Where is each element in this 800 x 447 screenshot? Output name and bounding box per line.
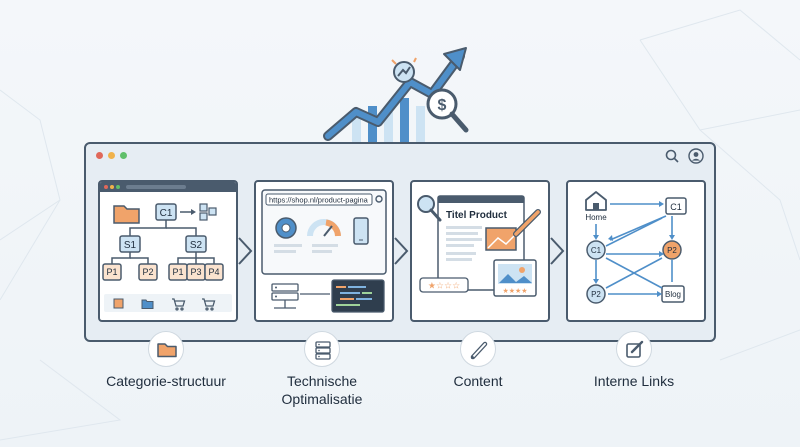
flow-arrow-1	[238, 237, 253, 265]
category-label-3: Content	[453, 373, 503, 389]
svg-text:★★★★: ★★★★	[502, 287, 527, 295]
pencil-icon	[513, 209, 541, 237]
svg-text:Titel Product: Titel Product	[446, 210, 508, 221]
panel-technische-optimalisatie: https://shop.nl/product-pagina	[254, 180, 394, 322]
growth-bar-1	[352, 118, 361, 145]
svg-text:C1: C1	[591, 246, 602, 255]
svg-text:P2: P2	[142, 267, 153, 277]
dollar-magnifier-icon: $	[426, 88, 469, 133]
svg-text:P1: P1	[106, 267, 117, 277]
svg-text:P3: P3	[190, 267, 201, 277]
svg-text:P2: P2	[667, 246, 677, 255]
speedometer-icon	[307, 219, 341, 237]
home-icon	[585, 191, 607, 211]
growth-bar-3	[384, 112, 393, 145]
server-icon	[315, 341, 331, 360]
edit-icon	[626, 340, 644, 358]
rating-badge-icon: ★☆☆☆	[419, 277, 469, 293]
category-tree-diagram: C1 S1 S2	[100, 182, 236, 312]
flow-arrow-2	[394, 237, 409, 265]
mobile-icon	[353, 217, 369, 245]
growth-bar-4	[400, 98, 409, 145]
category-icon-pen	[460, 331, 496, 367]
svg-text:★☆☆☆: ★☆☆☆	[428, 281, 460, 291]
magnifier-icon	[417, 195, 442, 222]
node-sub1	[119, 235, 141, 253]
trend-badge-icon	[391, 57, 417, 83]
window-titlebar	[86, 144, 714, 168]
growth-arrow-head	[443, 47, 467, 71]
content-diagram: Titel Product	[417, 195, 541, 297]
blocks-icon	[199, 203, 217, 221]
browser-window: C1 S1 S2	[84, 142, 716, 342]
svg-text:P1: P1	[172, 267, 183, 277]
code-editor-icon	[331, 279, 385, 313]
node-product	[138, 263, 158, 281]
image-icon	[485, 227, 517, 251]
pen-icon	[470, 341, 488, 360]
category-icon-server	[304, 331, 340, 367]
category-icon-edit	[616, 331, 652, 367]
folder-icon	[157, 343, 177, 358]
technical-diagram: https://shop.nl/product-pagina	[261, 189, 387, 313]
window-dot-green[interactable]	[120, 152, 127, 159]
svg-text:$: $	[438, 97, 447, 114]
svg-text:https://shop.nl/product-pagina: https://shop.nl/product-pagina	[269, 196, 369, 205]
folder-small-icon	[141, 299, 154, 309]
svg-text:Blog: Blog	[665, 290, 681, 299]
node-product	[102, 263, 122, 281]
folder-icon	[113, 205, 140, 224]
svg-text:C1: C1	[160, 208, 173, 219]
node-product	[204, 263, 224, 281]
gear-icon	[275, 217, 297, 239]
node-p2-right	[662, 240, 682, 260]
node-c1	[586, 240, 606, 260]
server-icon	[271, 283, 299, 309]
panel-content: Titel Product	[410, 180, 550, 322]
growth-chart-illustration: $	[323, 47, 469, 145]
internal-links-diagram: Home C1 C1 P2 P2 Blog	[585, 191, 687, 304]
node-p2-left	[586, 284, 606, 304]
category-icon-folder	[148, 331, 184, 367]
panel-categorie-structuur: C1 S1 S2	[98, 180, 238, 322]
search-icon[interactable]	[664, 148, 680, 164]
user-icon[interactable]	[688, 148, 704, 164]
svg-text:P4: P4	[208, 267, 219, 277]
node-sub2	[185, 235, 207, 253]
svg-text:C1: C1	[670, 202, 682, 212]
window-dot-red[interactable]	[96, 152, 103, 159]
cart-icon	[172, 298, 216, 311]
svg-text:S1: S1	[124, 240, 137, 251]
window-dot-yellow[interactable]	[108, 152, 115, 159]
category-label-4: Interne Links	[593, 373, 675, 389]
photo-card-icon: ★★★★	[493, 259, 537, 297]
svg-text:P2: P2	[591, 290, 601, 299]
category-label-1: Categorie-structuur	[106, 373, 226, 389]
bag-icon	[113, 298, 124, 309]
flow-arrow-3	[550, 237, 565, 265]
category-label-2: Technische Optimalisatie	[281, 373, 363, 407]
growth-bar-5	[416, 106, 425, 145]
panel-interne-links: Home C1 C1 P2 P2 Blog	[566, 180, 706, 322]
svg-text:S2: S2	[190, 240, 203, 251]
growth-bar-2	[368, 106, 377, 145]
settings-icon	[375, 195, 383, 203]
node-c1-top	[665, 197, 687, 215]
svg-text:Home: Home	[585, 213, 607, 222]
